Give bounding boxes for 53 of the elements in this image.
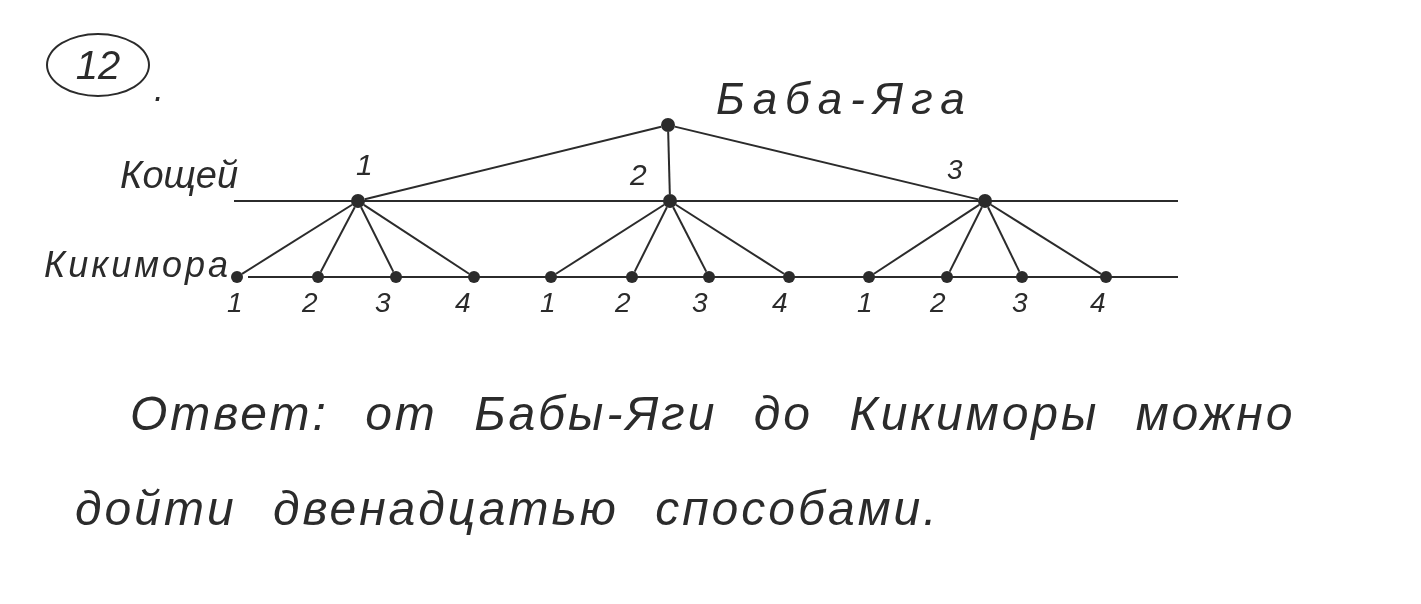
node-number: 1	[857, 287, 873, 320]
node-dot	[351, 194, 365, 208]
node-dot	[663, 194, 677, 208]
node-number: 4	[455, 287, 471, 320]
tree-edge	[674, 203, 785, 275]
node-number: 3	[1012, 287, 1028, 320]
tree-edge	[873, 203, 981, 275]
node-dot	[978, 194, 992, 208]
node-number: 3	[947, 154, 963, 187]
node-number: 4	[772, 287, 788, 320]
period: .	[154, 68, 164, 110]
node-dot	[863, 271, 875, 283]
task-number: 12	[75, 42, 121, 88]
node-dot	[231, 271, 243, 283]
node-number: 1	[227, 287, 243, 320]
node-dot	[703, 271, 715, 283]
node-dot	[626, 271, 638, 283]
node-number: 1	[540, 287, 556, 320]
tree-edge	[948, 206, 983, 273]
node-dot	[312, 271, 324, 283]
tree-edge	[360, 206, 395, 273]
tree-edge	[319, 206, 356, 273]
tree-edge	[667, 131, 671, 195]
node-number: 2	[930, 287, 946, 320]
node-dot	[468, 271, 480, 283]
tree-edge	[633, 206, 668, 273]
tree-edge	[241, 203, 354, 275]
tree-edge	[555, 203, 666, 275]
tree-edge	[673, 125, 980, 201]
answer-text: Ответ: от Бабы-Яги до Кикиморы можно дойти двенадцатью способами.	[75, 386, 1297, 537]
row-label: Кощей	[120, 154, 239, 198]
node-dot	[941, 271, 953, 283]
node-dot	[1016, 271, 1028, 283]
node-dot	[545, 271, 557, 283]
node-number: 2	[630, 158, 647, 193]
tree-edge	[989, 203, 1102, 275]
tree-edge	[672, 206, 708, 273]
tree-edge	[363, 125, 663, 201]
tree-edge	[362, 203, 470, 275]
row-label: Кикимора	[44, 244, 231, 286]
tree-edge	[987, 206, 1021, 273]
node-dot	[1100, 271, 1112, 283]
node-number: 1	[356, 148, 373, 183]
node-number: 2	[615, 287, 631, 320]
node-number: 4	[1090, 287, 1106, 320]
node-number: 2	[302, 287, 318, 320]
node-dot	[390, 271, 402, 283]
node-dot	[783, 271, 795, 283]
node-number: 3	[692, 287, 708, 320]
character-name: Баба-Яга	[716, 74, 973, 125]
node-number: 3	[375, 287, 391, 320]
task-number-ellipse	[46, 33, 150, 97]
node-dot	[661, 118, 675, 132]
